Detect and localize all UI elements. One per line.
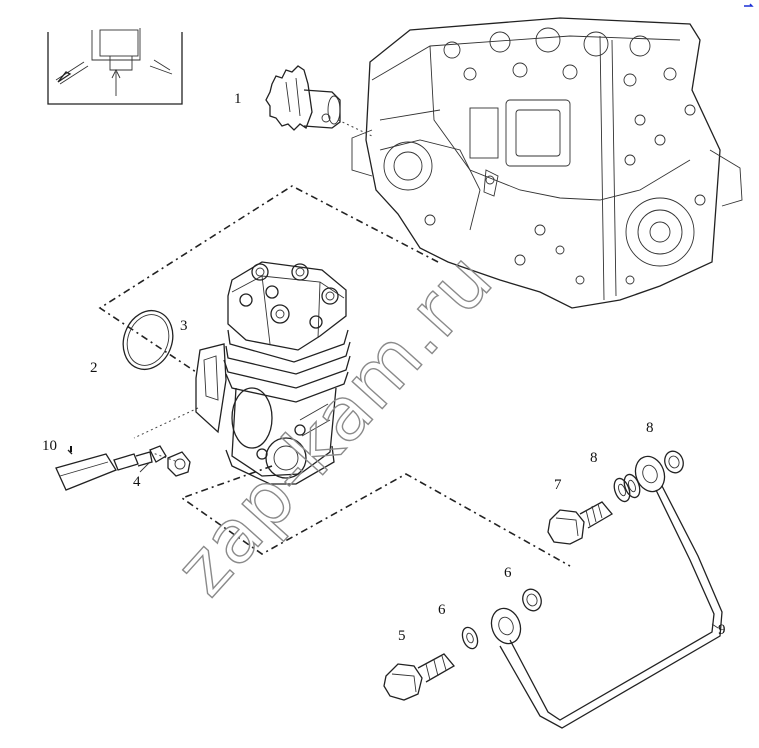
banjo-bolt-upper [547, 501, 613, 545]
callout-6-upper: 6 [504, 565, 512, 581]
callout-8-right: 8 [646, 420, 654, 436]
callout-2: 2 [90, 360, 98, 376]
callout-10-tick [70, 446, 72, 452]
callout-7: 7 [554, 477, 562, 493]
watermark: zap-kam.ru [159, 237, 509, 612]
banjo-bolt-small [149, 445, 191, 477]
corner-mark [744, 3, 754, 7]
hose-fitting [55, 449, 153, 491]
callout-10: 10 [42, 438, 57, 454]
leader-9 [711, 623, 719, 629]
inset-location-view [47, 28, 183, 105]
leader-4 [139, 461, 151, 473]
sealing-washers-lower [461, 588, 542, 650]
callout-8-left: 8 [590, 450, 598, 466]
banjo-bolt-lower [383, 653, 455, 701]
callout-6-lower: 6 [438, 602, 446, 618]
callout-9: 9 [718, 622, 726, 638]
callout-1: 1 [234, 91, 242, 107]
drive-gear [265, 65, 373, 137]
o-ring [122, 309, 174, 371]
callout-5: 5 [398, 628, 406, 644]
air-pipe [490, 455, 723, 729]
assembly-line-fittings [133, 407, 199, 463]
callout-3: 3 [180, 318, 188, 334]
engine-block [351, 17, 743, 309]
assembly-line-lower [180, 465, 571, 567]
assembly-line-upper [98, 185, 439, 373]
callout-4: 4 [133, 474, 141, 490]
air-compressor [195, 261, 351, 485]
callout-labels: 1 2 3 4 5 6 6 7 8 8 9 10 [42, 91, 726, 644]
